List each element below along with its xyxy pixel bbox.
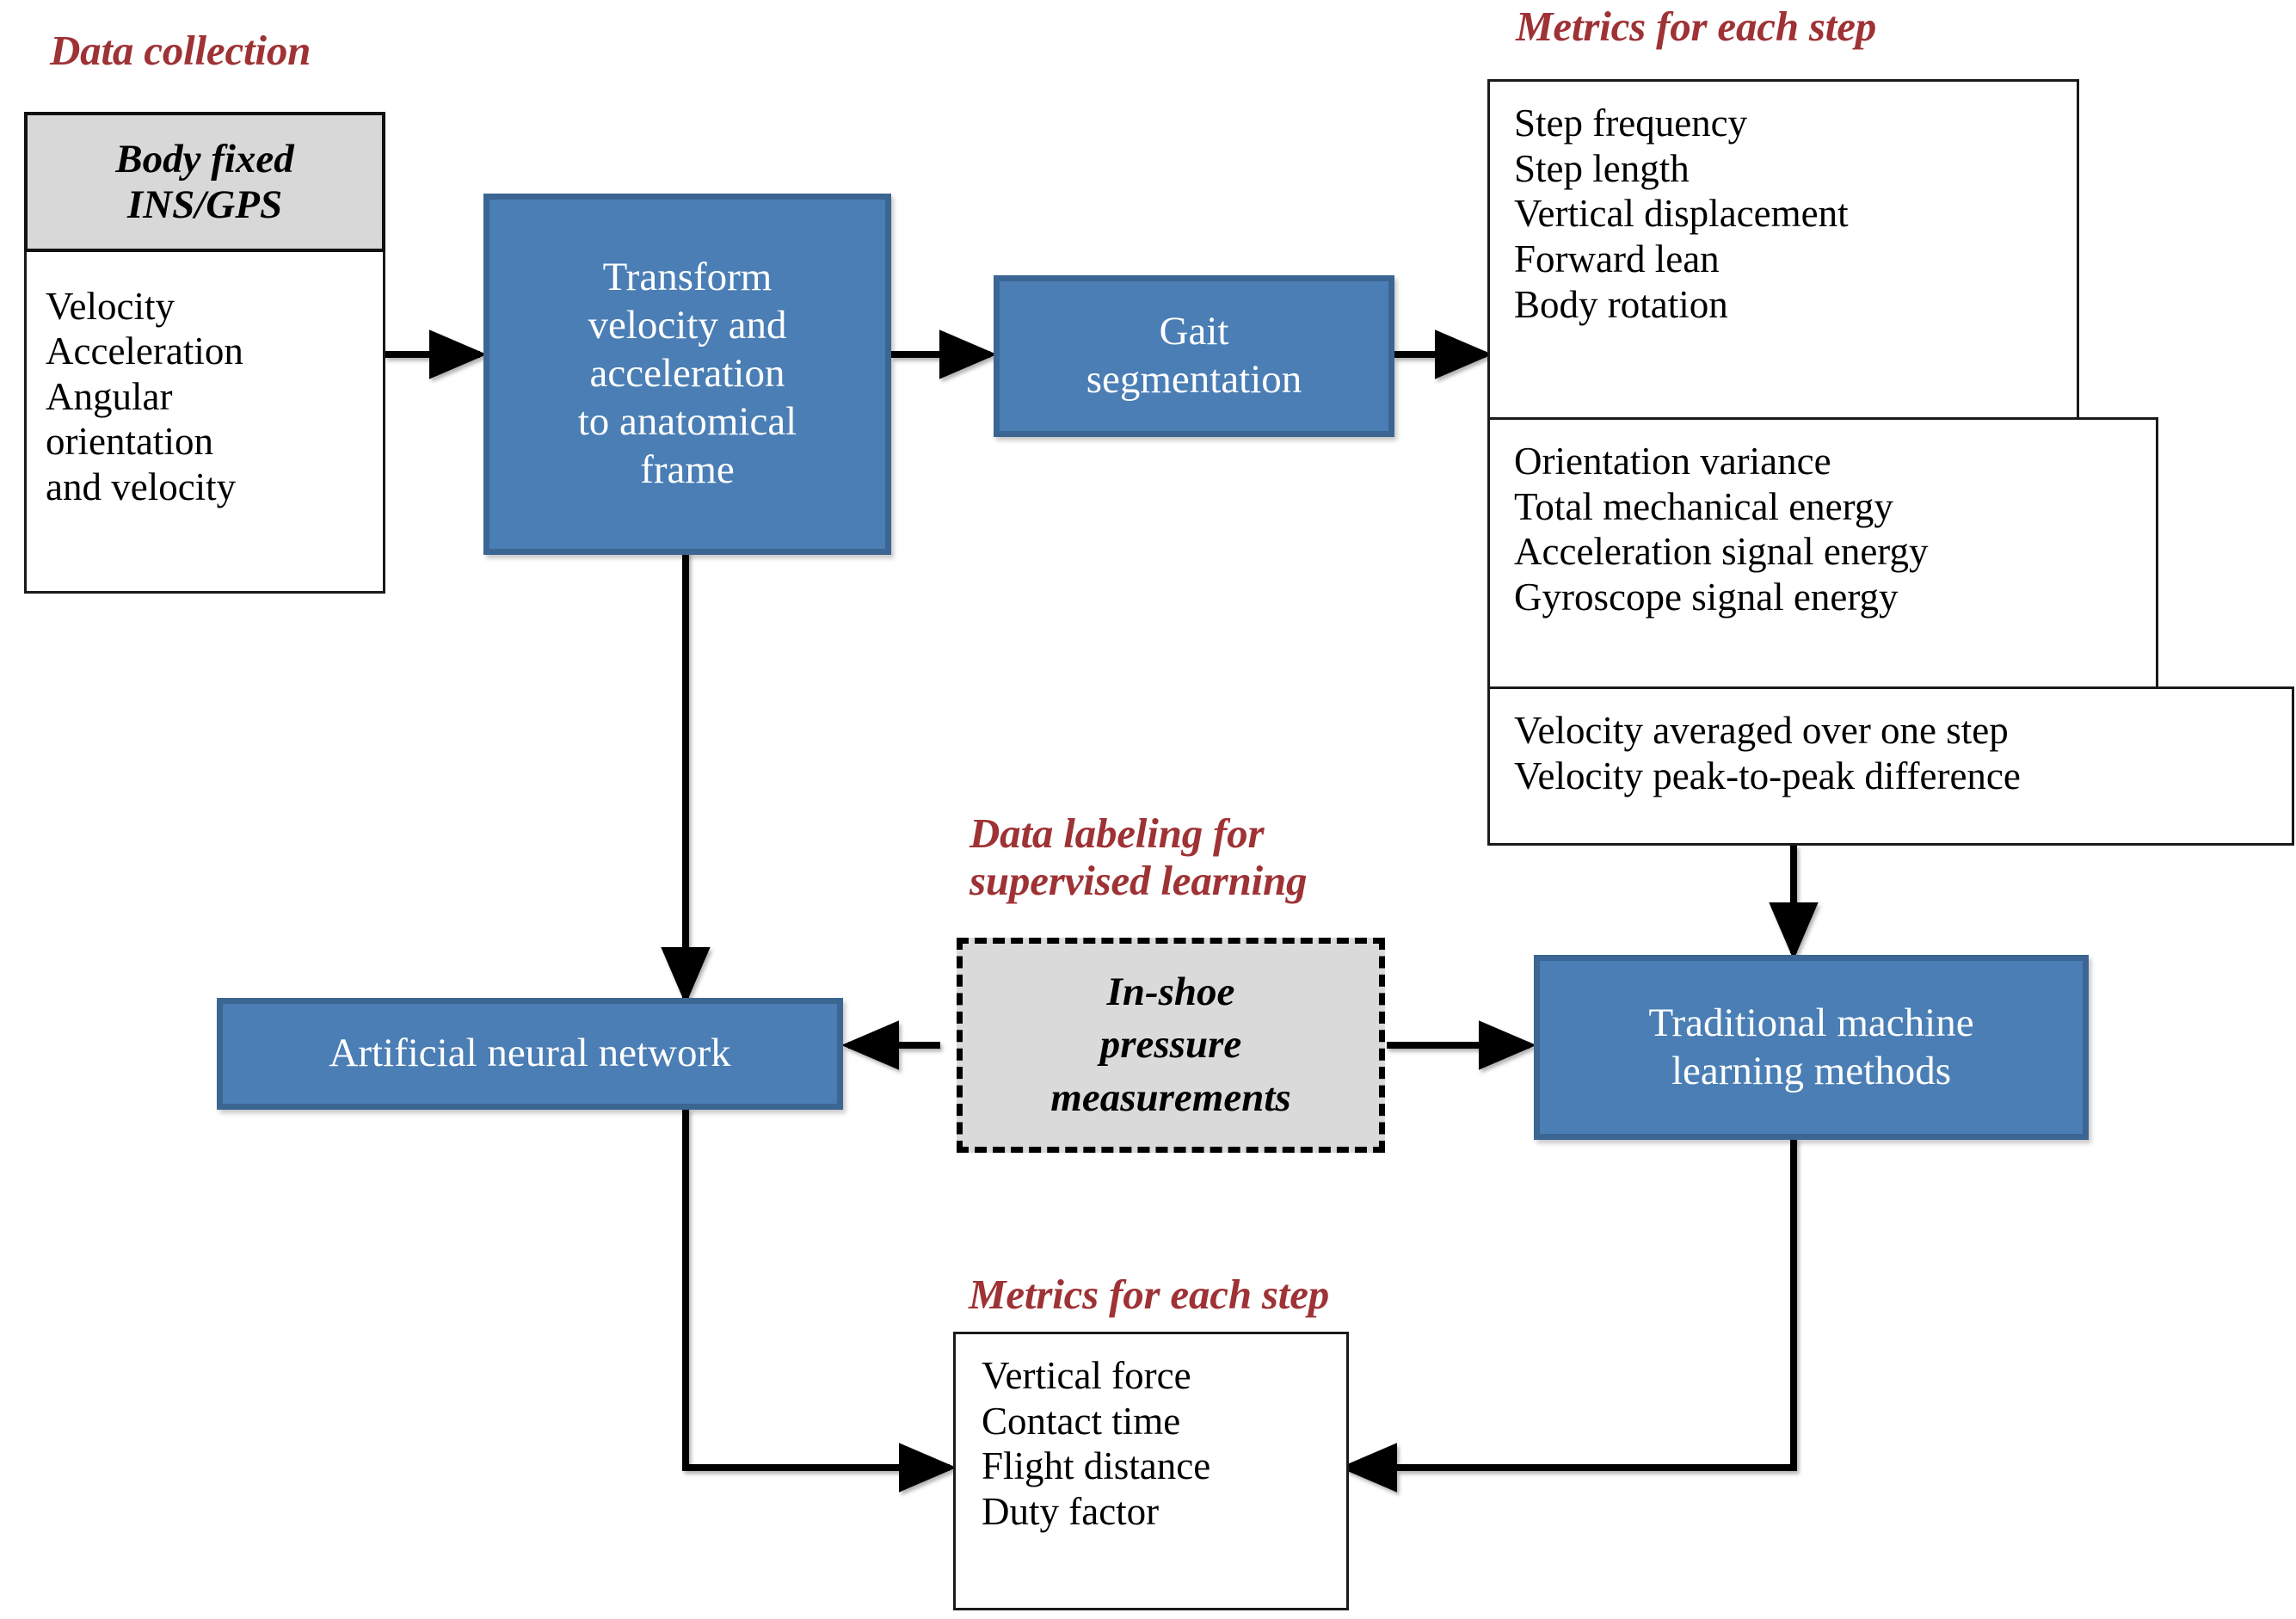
sensor-item: orientation (46, 420, 213, 464)
sensor-source-header: Body fixed INS/GPS (24, 112, 385, 252)
sensor-item: Acceleration (46, 329, 243, 373)
metric-item: Forward lean (1514, 237, 1720, 280)
in-shoe-pressure-block[interactable]: In-shoe pressure measurements (957, 938, 1385, 1153)
ann-block[interactable]: Artificial neural network (217, 998, 843, 1110)
metric-item: Step length (1514, 146, 1690, 190)
metrics-kinematic-panel: Step frequency Step length Vertical disp… (1487, 79, 2079, 423)
metric-item: Vertical displacement (1514, 192, 1849, 236)
metric-item: Contact time (982, 1399, 1181, 1443)
arrow-traditionalml-to-output (1339, 1138, 1797, 1493)
metric-item: Step frequency (1514, 102, 1748, 145)
metric-item: Total mechanical energy (1514, 484, 1893, 528)
sensor-item: and velocity (46, 465, 237, 508)
caption-metrics-bottom: Metrics for each step (969, 1271, 1330, 1318)
transform-block[interactable]: Transform velocity and acceleration to a… (483, 194, 891, 555)
sensor-item: Velocity (46, 285, 175, 328)
metric-item: Body rotation (1514, 282, 1728, 326)
metric-item: Vertical force (982, 1354, 1191, 1397)
metrics-velocity-panel: Velocity averaged over one step Velocity… (1487, 686, 2294, 846)
caption-data-collection: Data collection (50, 27, 311, 74)
arrow-ann-to-output (682, 1108, 957, 1493)
metrics-energy-panel: Orientation variance Total mechanical en… (1487, 417, 2158, 691)
metric-item: Duty factor (982, 1489, 1160, 1533)
caption-data-labeling: Data labeling for supervised learning (969, 810, 1308, 904)
sensor-item: Angular (46, 374, 173, 418)
metric-item: Gyroscope signal energy (1514, 575, 1899, 619)
metric-item: Velocity averaged over one step (1514, 709, 2009, 752)
metric-item: Flight distance (982, 1444, 1211, 1488)
metric-item: Velocity peak-to-peak difference (1514, 754, 2021, 797)
metrics-output-panel: Vertical force Contact time Flight dista… (953, 1332, 1349, 1610)
traditional-ml-block[interactable]: Traditional machine learning methods (1534, 955, 2089, 1140)
metric-item: Acceleration signal energy (1514, 530, 1929, 574)
metric-item: Orientation variance (1514, 440, 1831, 483)
gait-segmentation-block[interactable]: Gait segmentation (994, 275, 1394, 437)
caption-metrics-top: Metrics for each step (1516, 3, 1877, 50)
